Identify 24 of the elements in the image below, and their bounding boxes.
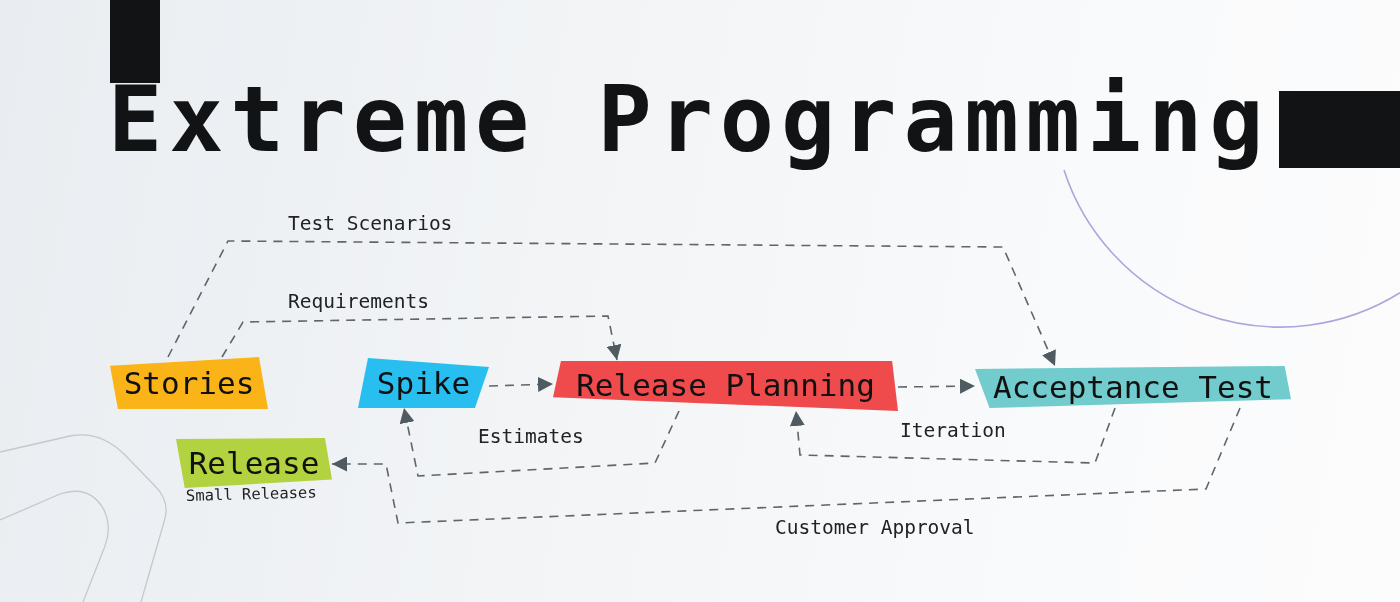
edge-label: Iteration [900,419,1006,443]
node-label: Stories [123,365,255,401]
node-label: Release Planning [576,368,875,403]
dashed-arrow [399,407,680,477]
dashed-arrow [331,407,1241,524]
node-label: Release [188,445,320,481]
process-box [176,438,332,488]
edge-label: Customer Approval [775,516,975,540]
edge-label: Test Scenarios [288,212,453,236]
process-box [553,360,898,411]
process-box [358,358,489,408]
node-label: Spike [376,365,471,401]
node-label: Acceptance Test [993,369,1273,405]
dashed-arrow [167,240,1056,367]
dashed-arrow [897,378,976,394]
edge-label: Requirements [288,290,429,314]
node-caption: Small Releases [185,483,317,506]
dashed-arrow [789,407,1116,464]
dashed-arrow [221,315,622,361]
dashed-arrow [488,376,554,392]
title: Extreme Programming [107,66,1272,174]
edge-label: Estimates [478,425,584,449]
process-box [110,357,268,409]
process-box [975,366,1291,408]
